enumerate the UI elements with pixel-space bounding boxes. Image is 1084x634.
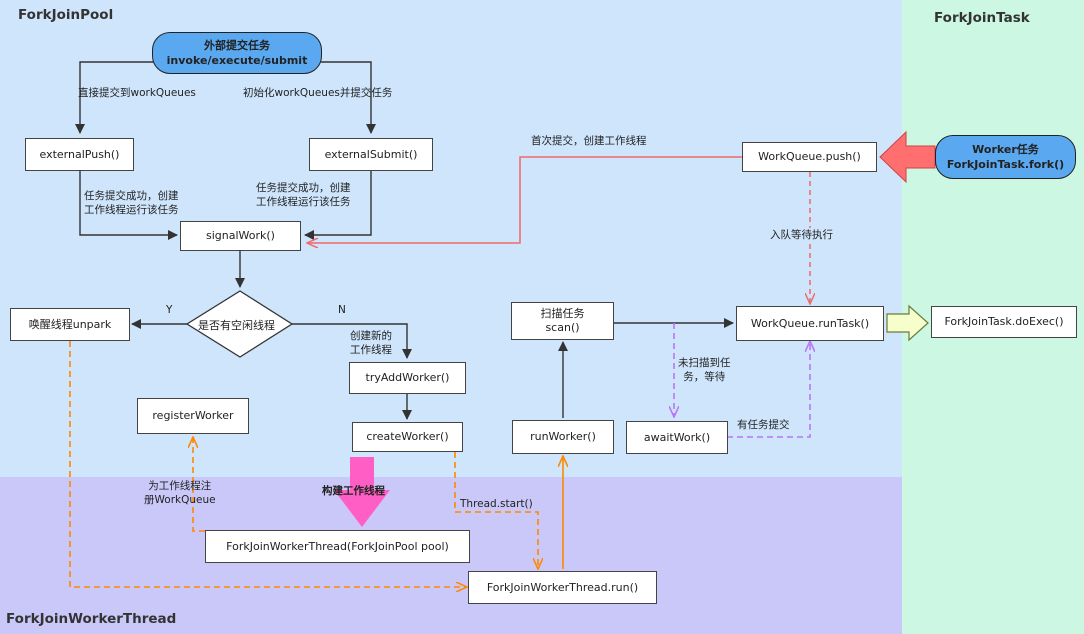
pink-build-arrow — [334, 457, 390, 527]
unpark-node: 唤醒线程unpark — [10, 308, 130, 341]
label-enqueue-wait: 入队等待执行 — [770, 228, 833, 242]
createworker-node: createWorker() — [352, 422, 463, 452]
arrow-wqpush-to-signalwork — [307, 156, 742, 243]
label-create-new-1: 创建新的 — [350, 330, 392, 342]
scan-node: 扫描任务 scan() — [511, 302, 614, 340]
label-yes: Y — [166, 304, 173, 316]
arrow-decision-to-tryaddworker — [292, 323, 412, 359]
label-push-success-1: 任务提交成功，创建 — [84, 190, 179, 202]
label-direct-submit: 直接提交到workQueues — [78, 87, 196, 99]
decision-label: 是否有空闲线程 — [198, 319, 275, 332]
forkjoinpool-title: ForkJoinPool — [18, 7, 114, 23]
start-line2: invoke/execute/submit — [166, 54, 308, 67]
label-register-2: 册WorkQueue — [144, 494, 216, 506]
arrow-externalpush-to-signalwork — [79, 171, 178, 240]
label-push-success-2: 工作线程运行该任务 — [84, 204, 179, 216]
forkjointask-title: ForkJoinTask — [934, 10, 1030, 26]
awaitwork-node: awaitWork() — [626, 421, 728, 454]
label-init-submit: 初始化workQueues并提交任务 — [243, 87, 393, 99]
worker-fork-start: Worker任务 ForkJoinTask.fork() — [935, 135, 1076, 179]
label-not-found-1: 未扫描到任 — [678, 357, 731, 369]
label-no: N — [338, 304, 346, 316]
label-push-success: 任务提交成功，创建 工作线程运行该任务 — [84, 189, 179, 217]
arrow-createworker-to-run — [454, 452, 538, 569]
label-first-submit: 首次提交，创建工作线程 — [531, 135, 647, 147]
label-build-thread: 构建工作线程 — [322, 485, 385, 497]
externalpush-node: externalPush() — [25, 138, 134, 171]
arrow-unpark-to-run — [69, 341, 467, 587]
wq-runtask-node: WorkQueue.runTask() — [736, 306, 884, 341]
arrow-start-to-externalpush — [75, 61, 163, 134]
wq-push-node: WorkQueue.push() — [742, 142, 877, 172]
arrow-externalsubmit-to-signalwork — [304, 171, 372, 240]
worker-start-line1: Worker任务 — [972, 143, 1039, 156]
arrow-start-to-externalsubmit — [321, 61, 376, 134]
label-has-task: 有任务提交 — [737, 419, 790, 431]
fjt-doexec-node: ForkJoinTask.doExec() — [931, 306, 1077, 338]
label-create-new-2: 工作线程 — [350, 344, 392, 356]
purple-arrows — [674, 323, 810, 438]
orange-arrows — [69, 341, 538, 587]
label-submit-success-2: 工作线程运行该任务 — [256, 196, 351, 208]
scan-line1: 扫描任务 — [540, 307, 585, 320]
fjwt-run-node: ForkJoinWorkerThread.run() — [468, 571, 657, 604]
label-submit-success-1: 任务提交成功，创建 — [256, 182, 351, 194]
red-arrows — [307, 156, 810, 304]
start-line1: 外部提交任务 — [204, 39, 270, 52]
forkjoinworkerthread-title: ForkJoinWorkerThread — [6, 611, 177, 627]
yellow-arrow — [886, 304, 929, 342]
arrow-ctor-to-registerworker — [193, 437, 205, 532]
runworker-node: runWorker() — [512, 420, 614, 454]
label-create-new: 创建新的 工作线程 — [350, 329, 392, 357]
label-thread-start: Thread.start() — [460, 498, 533, 510]
label-not-found-2: 务，等待 — [683, 371, 726, 383]
signalwork-node: signalWork() — [180, 221, 301, 251]
forkjoinpool-region — [0, 0, 902, 477]
label-not-found: 未扫描到任 务，等待 — [678, 356, 731, 384]
solid-arrows — [75, 61, 734, 420]
label-submit-success: 任务提交成功，创建 工作线程运行该任务 — [256, 181, 351, 209]
scan-line2: scan() — [545, 321, 580, 334]
decision-diamond — [185, 290, 294, 358]
external-submit-start: 外部提交任务 invoke/execute/submit — [152, 32, 322, 74]
registerworker-node: registerWorker — [137, 398, 249, 434]
worker-start-line2: ForkJoinTask.fork() — [946, 158, 1065, 171]
label-register-1: 为工作线程注 — [148, 480, 212, 492]
label-register: 为工作线程注 册WorkQueue — [144, 479, 216, 507]
big-red-arrow — [879, 130, 936, 184]
arrow-awaitwork-to-runtask — [727, 341, 810, 438]
externalsubmit-node: externalSubmit() — [309, 138, 433, 171]
fjwt-constructor-node: ForkJoinWorkerThread(ForkJoinPool pool) — [205, 530, 470, 563]
tryaddworker-node: tryAddWorker() — [349, 362, 466, 394]
